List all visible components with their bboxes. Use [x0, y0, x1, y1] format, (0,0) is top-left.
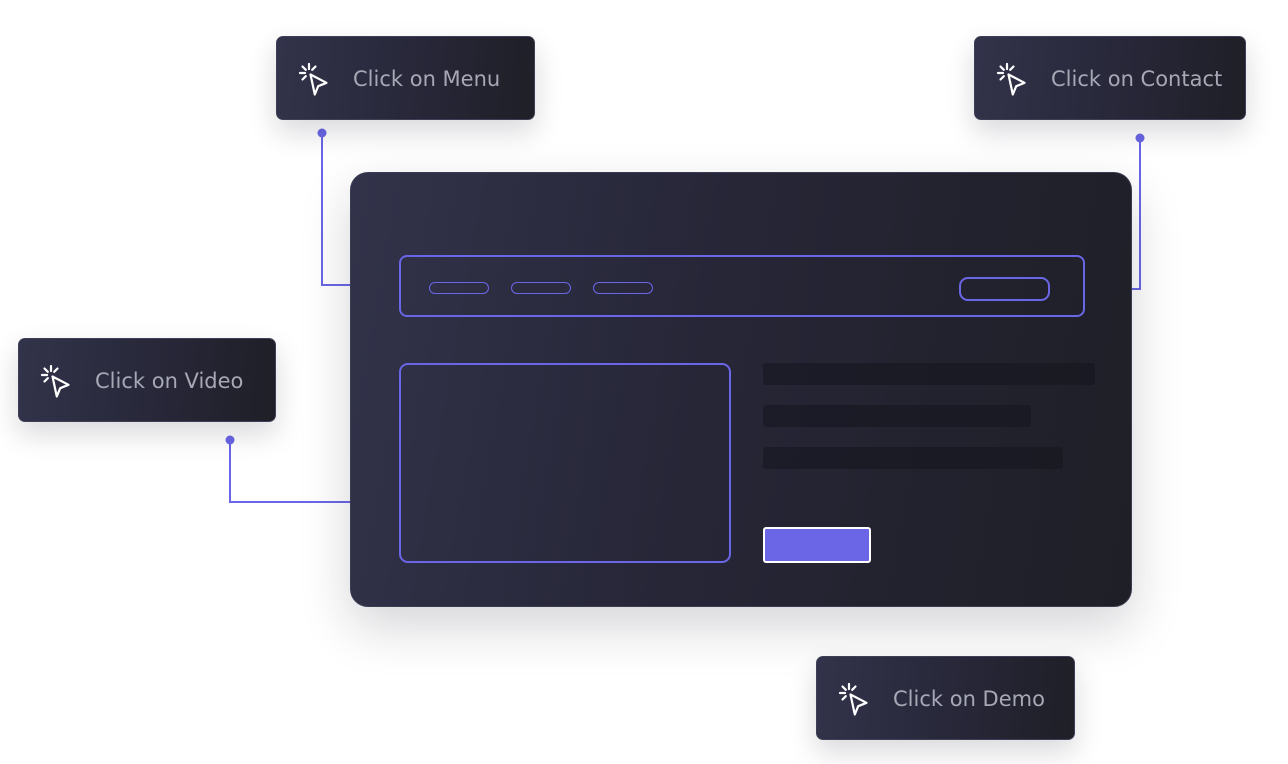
callout-contact: Click on Contact	[974, 36, 1246, 120]
callout-video-label: Click on Video	[95, 369, 244, 393]
demo-button[interactable]	[763, 527, 871, 563]
callout-demo-label: Click on Demo	[893, 687, 1045, 711]
contact-button[interactable]	[959, 277, 1050, 301]
text-line-3	[763, 447, 1063, 469]
nav-menu-item-3[interactable]	[593, 282, 653, 294]
text-line-1	[763, 363, 1095, 385]
pointer-click-icon	[996, 62, 1026, 96]
menu-connector-dot	[317, 128, 327, 138]
video-connector-dot	[225, 435, 235, 445]
nav-menu-item-1[interactable]	[429, 282, 489, 294]
callout-menu: Click on Menu	[276, 36, 535, 120]
callout-contact-label: Click on Contact	[1051, 67, 1223, 91]
website-mockup	[350, 172, 1132, 607]
callout-demo: Click on Demo	[816, 656, 1075, 740]
contact-connector-dot	[1135, 133, 1145, 143]
text-line-2	[763, 405, 1031, 427]
callout-menu-label: Click on Menu	[353, 67, 501, 91]
pointer-click-icon	[298, 62, 328, 96]
nav-menu-item-2[interactable]	[511, 282, 571, 294]
callout-video: Click on Video	[18, 338, 276, 422]
video-player[interactable]	[399, 363, 731, 563]
pointer-click-icon	[838, 682, 868, 716]
pointer-click-icon	[40, 364, 70, 398]
navbar[interactable]	[399, 255, 1085, 317]
